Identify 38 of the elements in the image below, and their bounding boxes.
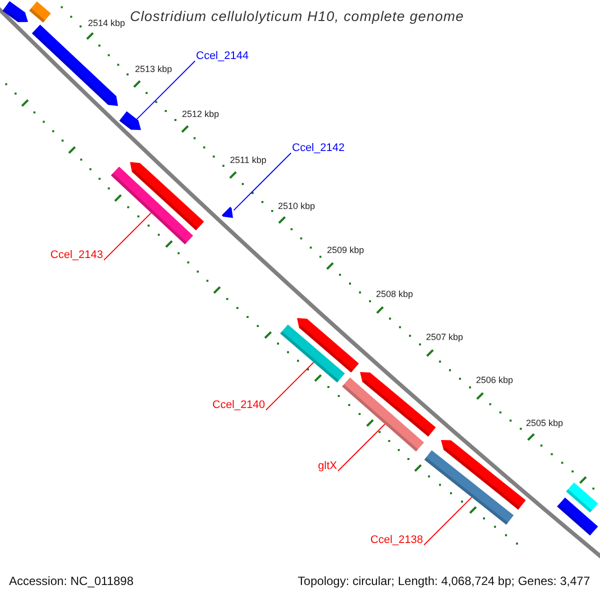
gene-feature [130, 162, 204, 230]
tick-label: 2505 kbp [526, 419, 564, 428]
gene-band [557, 498, 598, 536]
gene-label: Ccel_2138 [370, 535, 423, 546]
genome-summary-text: Topology: circular; Length: 4,068,724 bp; Genes: 3,477 [298, 575, 590, 587]
tick-label: 2511 kbp [230, 156, 266, 165]
gene-label: gltX [318, 461, 337, 472]
gene-feature [441, 440, 526, 510]
gene-feature [222, 206, 233, 218]
gene-band [424, 450, 514, 525]
tick-label: 2509 kbp [327, 246, 364, 255]
gene-feature [119, 111, 141, 130]
gene-label: Ccel_2143 [50, 250, 103, 261]
gene-label: Ccel_2142 [292, 143, 345, 154]
diagram-title: Clostridium cellulolyticum H10, complete genome [130, 9, 464, 23]
leader-line [266, 362, 314, 410]
leader-line [424, 496, 472, 546]
tick-label: 2510 kbp [278, 202, 316, 211]
gene-band [110, 166, 194, 244]
leader-line [136, 60, 196, 120]
gene-label: Ccel_2144 [196, 51, 249, 62]
gene-band [29, 1, 51, 23]
leader-line [338, 424, 386, 472]
gene-label: Ccel_2140 [212, 400, 265, 411]
gene-band [566, 482, 598, 512]
tick-label: 2514 kbp [88, 19, 126, 28]
gene-feature [2, 1, 28, 22]
tick-label: 2513 kbp [135, 65, 172, 74]
tick-label: 2512 kbp [182, 110, 220, 119]
gene-band [280, 324, 345, 382]
gene-feature [297, 318, 359, 372]
tick-label: 2506 kbp [476, 376, 514, 385]
gene-band [342, 378, 424, 452]
tick-label: 2507 kbp [426, 333, 464, 342]
tick-label: 2508 kbp [376, 290, 414, 299]
accession-text: Accession: NC_011898 [9, 575, 134, 587]
gene-feature [360, 372, 436, 437]
leader-line [233, 152, 292, 211]
